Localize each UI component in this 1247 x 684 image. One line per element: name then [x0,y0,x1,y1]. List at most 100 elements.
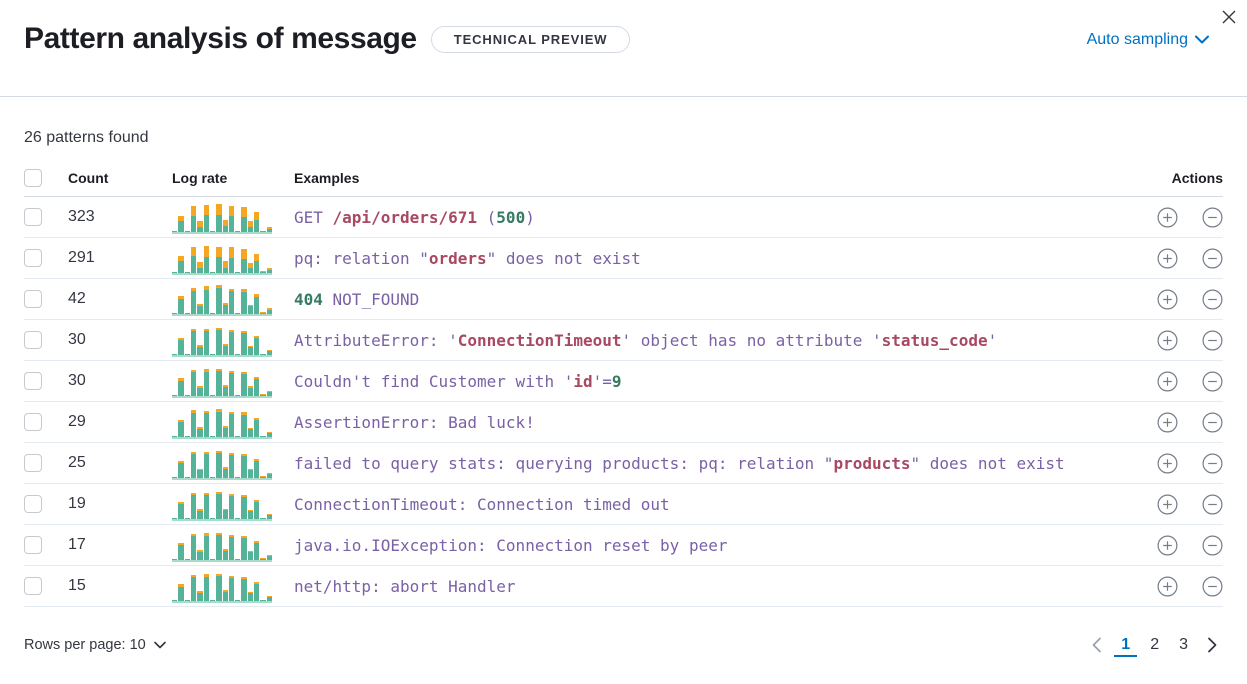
minus-circle-icon [1202,371,1223,395]
previous-page-button[interactable] [1086,633,1108,657]
sparkline-bar [254,582,260,602]
example-token: Couldn't find Customer with ' [294,371,574,391]
table-row: 25 failed to query stats: querying produ… [24,442,1223,485]
filter-in-button[interactable] [1157,207,1178,228]
row-checkbox[interactable] [24,454,42,473]
sparkline-bar [222,261,228,274]
sparkline-bar [222,220,228,233]
patterns-found-count: 26 patterns found [24,129,149,146]
sparkline-bar [247,592,254,602]
row-checkbox[interactable] [24,331,42,350]
patterns-table: Count Log rate Examples Actions 323 GET … [24,163,1223,608]
sparkline-baseline [172,273,272,276]
row-checkbox[interactable] [24,372,42,391]
sparkline-bar [228,412,235,438]
row-checkbox[interactable] [24,577,42,596]
sparkline-bar [266,227,272,233]
sparkline-bar [184,354,190,356]
minus-circle-icon [1202,453,1223,477]
filter-out-button[interactable] [1202,576,1223,597]
page-button-2[interactable]: 2 [1143,634,1166,656]
filter-out-button[interactable] [1202,289,1223,310]
sparkline-bar [247,469,254,479]
rows-per-page-dropdown[interactable]: Rows per page: 10 [24,637,166,653]
sparkline-bar [178,338,184,356]
filter-in-button[interactable] [1157,535,1178,556]
filter-in-button[interactable] [1157,494,1178,515]
sparkline-bar [178,256,184,274]
filter-in-button[interactable] [1157,289,1178,310]
filter-out-button[interactable] [1202,371,1223,392]
sparkline-bar [222,344,228,356]
sparkline-bar [209,600,216,602]
plus-circle-icon [1157,330,1178,354]
sparkline-bar [178,420,184,438]
select-all-checkbox[interactable] [24,169,42,188]
sparkline-bar [247,346,254,356]
next-page-button[interactable] [1201,633,1223,657]
sparkline-bar [241,412,247,438]
sparkline-bar [209,272,216,274]
filter-in-button[interactable] [1157,412,1178,433]
example-token: orders [428,248,487,268]
sparkline-bar [247,221,254,233]
close-button[interactable] [1215,4,1243,32]
sparkline-bar [209,518,216,520]
page-button-1[interactable]: 1 [1114,634,1138,657]
row-checkbox[interactable] [24,495,42,514]
plus-circle-icon [1157,412,1178,436]
sparkline-bar [247,305,254,315]
plus-circle-icon [1157,576,1178,600]
filter-out-button[interactable] [1202,453,1223,474]
sparkline-bar [247,510,254,520]
filter-in-button[interactable] [1157,371,1178,392]
filter-out-button[interactable] [1202,412,1223,433]
sparkline-bar [241,495,247,520]
row-checkbox[interactable] [24,290,42,309]
pattern-count: 42 [68,290,86,308]
pattern-example: net/http: abort Handler [294,577,1127,596]
example-token: pq: relation " [294,248,429,268]
table-row: 17 java.io.IOException: Connection reset… [24,524,1223,567]
sparkline-bar [209,395,216,397]
filter-out-button[interactable] [1202,207,1223,228]
pattern-count: 19 [68,495,86,513]
log-rate-sparkline [172,364,272,399]
row-checkbox[interactable] [24,413,42,432]
filter-in-button[interactable] [1157,576,1178,597]
sparkline-bar [209,559,216,561]
sparkline-bar [266,432,272,438]
sparkline-bar [241,577,247,602]
filter-out-button[interactable] [1202,494,1223,515]
filter-in-button[interactable] [1157,248,1178,269]
sparkline-bar [172,600,178,602]
sparkline-bar [203,329,209,356]
row-checkbox[interactable] [24,208,42,227]
sparkline-bar [184,272,190,274]
filter-out-button[interactable] [1202,248,1223,269]
sparkline-bar [197,262,203,274]
sparkline-bar [260,558,266,561]
flyout-body: 26 patterns found Count Log rate Example… [0,129,1247,608]
sampling-dropdown[interactable]: Auto sampling [1087,31,1209,49]
sparkline-bar [190,493,197,520]
sparkline-bar [184,231,190,233]
filter-in-button[interactable] [1157,453,1178,474]
sparkline-bar [241,536,247,561]
sparkline-bar [197,469,203,479]
pattern-example: AttributeError: 'ConnectionTimeout' obje… [294,331,1127,350]
row-checkbox[interactable] [24,249,42,268]
sparkline-bar [235,354,241,356]
filter-out-button[interactable] [1202,535,1223,556]
filter-out-button[interactable] [1202,330,1223,351]
filter-in-button[interactable] [1157,330,1178,351]
page-button-3[interactable]: 3 [1172,634,1195,656]
sparkline-bar [235,436,241,438]
row-checkbox[interactable] [24,536,42,555]
pattern-count: 291 [68,249,95,267]
plus-circle-icon [1157,289,1178,313]
pattern-count: 323 [68,208,95,226]
sparkline-bar [216,285,222,315]
sparkline-bar [172,313,178,315]
